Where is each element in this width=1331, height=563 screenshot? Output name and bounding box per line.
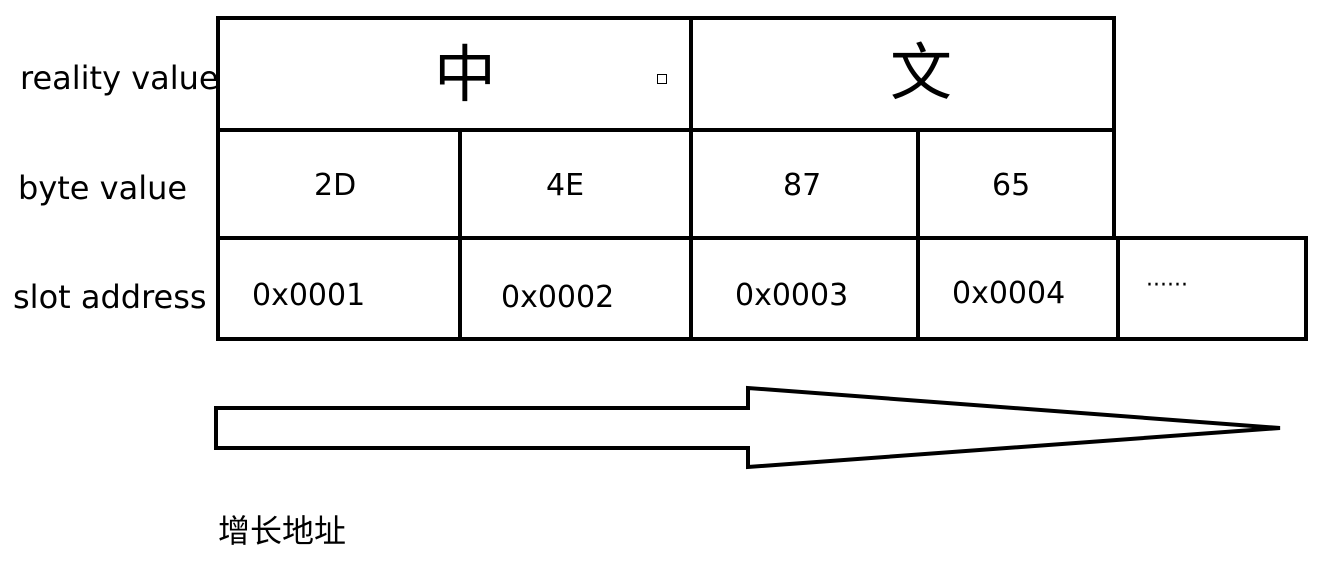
address-value-3: 0x0003 — [735, 278, 849, 313]
reality-cell: 中 — [220, 20, 693, 128]
square-marker-icon — [657, 74, 667, 84]
byte-value-1: 2D — [314, 168, 357, 203]
address-cell: 0x0002 — [462, 240, 693, 337]
address-cell: ······ — [1120, 240, 1304, 337]
address-cell: 0x0003 — [693, 240, 920, 337]
address-ellipsis: ······ — [1146, 273, 1188, 298]
arrow-caption: 增长地址 — [218, 512, 347, 550]
reality-value-char-2: 文 — [890, 36, 953, 109]
slot-address-row: 0x0001 0x0002 0x0003 0x0004 ······ — [216, 236, 1308, 341]
address-value-1: 0x0001 — [252, 278, 366, 313]
reality-value-char-1: 中 — [434, 38, 497, 111]
reality-cell: 文 — [693, 20, 1112, 128]
arrow-shape — [214, 385, 1281, 470]
byte-value-4: 65 — [992, 168, 1031, 203]
byte-value-2: 4E — [546, 168, 585, 203]
byte-cell: 4E — [462, 132, 693, 236]
byte-value-label: byte value — [18, 169, 188, 207]
byte-cell: 87 — [693, 132, 920, 236]
byte-value-row: 2D 4E 87 65 — [216, 128, 1116, 240]
reality-value-label: reality value — [20, 59, 219, 97]
address-value-4: 0x0004 — [952, 276, 1066, 311]
address-cell: 0x0004 — [920, 240, 1120, 337]
slot-address-label: slot address — [13, 278, 207, 316]
address-value-2: 0x0002 — [501, 280, 615, 315]
byte-value-3: 87 — [783, 168, 822, 203]
byte-cell: 2D — [220, 132, 462, 236]
address-cell: 0x0001 — [220, 240, 462, 337]
byte-cell: 65 — [920, 132, 1112, 236]
